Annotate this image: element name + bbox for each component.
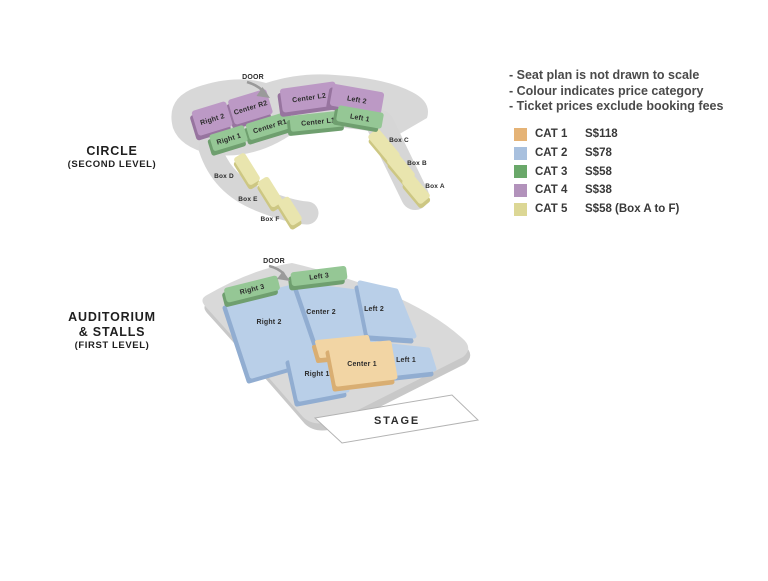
legend-row-cat4: CAT 4 S$38 — [514, 181, 679, 200]
stalls-subtitle-text: (FIRST LEVEL) — [74, 340, 150, 351]
circle-box-e-label: Box E — [238, 196, 258, 203]
circle-left-2-label: Left 2 — [346, 95, 367, 105]
circle-box-f — [277, 196, 302, 230]
cat3-price: S$58 — [585, 165, 612, 178]
circle-box-a-label: Box A — [425, 183, 445, 190]
cat1-price: S$118 — [585, 128, 618, 141]
stalls-center-1-label: Center 1 — [347, 361, 377, 368]
circle-section-center-l1 — [289, 110, 347, 132]
legend-row-cat2: CAT 2 S$78 — [514, 144, 679, 163]
stalls-center-2-label: Center 2 — [306, 309, 336, 316]
circle-box-c-label: Box C — [389, 137, 409, 144]
notes-block: - Seat plan is not drawn to scale - Colo… — [509, 68, 723, 115]
cat2-price: S$78 — [585, 147, 612, 160]
circle-section-center-r2 — [228, 89, 273, 125]
stalls-left-2-label: Left 2 — [364, 306, 384, 313]
stalls-door-label: DOOR — [263, 258, 285, 265]
note-line: - Ticket prices exclude booking fees — [509, 99, 724, 113]
cat3-label: CAT 3 — [535, 165, 568, 178]
circle-box-d-label: Box D — [214, 173, 234, 180]
stage-area: STAGE — [313, 394, 480, 444]
cat1-label: CAT 1 — [535, 128, 568, 141]
circle-section-center-r1 — [245, 111, 294, 140]
circle-box-d — [233, 153, 260, 190]
stalls-left-3-label: Left 3 — [309, 272, 330, 281]
legend-row-cat5: CAT 5 S$58 (Box A to F) — [514, 200, 679, 219]
cat4-label: CAT 4 — [535, 184, 568, 197]
circle-level-title: CIRCLE (SECOND LEVEL) — [32, 144, 192, 171]
circle-section-right-2 — [191, 101, 233, 136]
cat5-label: CAT 5 — [535, 203, 568, 216]
circle-left-1-label: Left 1 — [349, 113, 370, 123]
cat5-price: S$58 (Box A to F) — [585, 203, 680, 216]
circle-center-l1-label: Center L1 — [301, 117, 336, 128]
price-legend: CAT 1 S$118 CAT 2 S$78 CAT 3 S$58 CAT 4 … — [514, 125, 679, 218]
circle-box-f-label: Box F — [260, 216, 279, 223]
legend-row-cat3: CAT 3 S$58 — [514, 162, 679, 181]
stalls-title-line1: AUDITORIUM — [68, 310, 156, 324]
cat3-color-swatch — [514, 165, 527, 179]
cat1-color-swatch — [514, 127, 527, 141]
circle-door-arrow-icon — [246, 80, 270, 98]
stalls-door-arrow-icon — [268, 264, 290, 281]
cat4-color-swatch — [514, 183, 527, 197]
legend-row-cat1: CAT 1 S$118 — [514, 125, 679, 144]
circle-center-l2-label: Center L2 — [292, 93, 327, 105]
stalls-section-left-3: Left 3 — [288, 265, 348, 291]
circle-title-text: CIRCLE — [86, 144, 138, 158]
circle-door-label: DOOR — [242, 74, 264, 81]
stalls-title-line2: & STALLS — [78, 325, 146, 339]
circle-section-center-l2 — [279, 81, 339, 113]
circle-section-right-1 — [209, 125, 248, 151]
circle-box-e — [257, 176, 283, 212]
circle-section-left-1 — [336, 105, 384, 129]
circle-box-b-label: Box B — [407, 160, 427, 167]
cat2-color-swatch — [514, 146, 527, 160]
stalls-section-left-2: Left 2 — [354, 280, 417, 344]
stalls-section-right-3: Right 3 — [222, 275, 280, 307]
stalls-level-title: AUDITORIUM & STALLS (FIRST LEVEL) — [32, 310, 192, 352]
stalls-section-right-2: Right 2 — [222, 283, 321, 384]
cat4-price: S$38 — [585, 184, 612, 197]
stalls-right-2-label: Right 2 — [256, 319, 281, 326]
circle-subtitle-text: (SECOND LEVEL) — [67, 159, 157, 170]
stage-label: STAGE — [374, 415, 420, 427]
stalls-left-1-label: Left 1 — [396, 357, 416, 364]
note-line: - Colour indicates price category — [509, 83, 704, 98]
circle-box-a — [402, 174, 431, 209]
cat2-label: CAT 2 — [535, 147, 568, 160]
note-line: - Seat plan is not drawn to scale — [509, 68, 700, 82]
cat5-color-swatch — [514, 202, 527, 216]
stalls-right-1-label: Right 1 — [304, 371, 329, 378]
stalls-section-center-1: Center 1 — [312, 335, 398, 392]
